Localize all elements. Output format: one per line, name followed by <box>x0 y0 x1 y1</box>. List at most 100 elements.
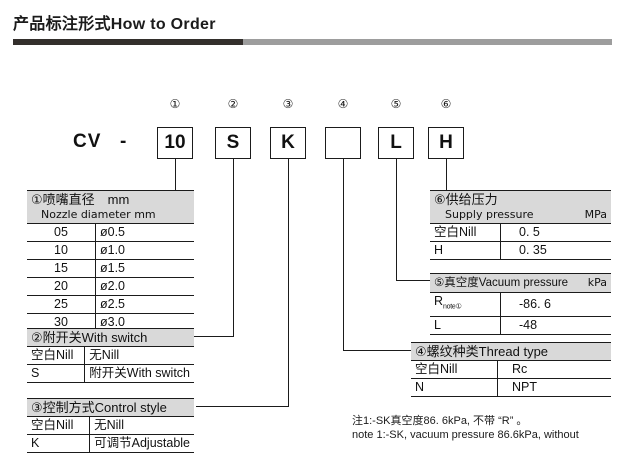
table-thread-type: ④螺纹种类Thread type 空白Nill Rc N NPT <box>411 342 611 397</box>
thread-spec: NPT <box>497 378 611 397</box>
connector-2-vertical <box>233 159 235 337</box>
table-with-switch: ②附开关With switch 空白Nill 无Nill S 附开关With s… <box>27 328 194 383</box>
switch-code: 空白Nill <box>27 346 85 365</box>
nozzle-code: 15 <box>27 259 96 278</box>
table-row-header: ①喷嘴直径 mm Nozzle diameter mm <box>27 190 194 224</box>
vacuum-header-unit: kPa <box>587 276 607 289</box>
vacuum-code-cell: Rnote① <box>430 292 501 317</box>
table-row: Rnote① -86. 6 <box>430 292 611 317</box>
connector-3-vertical <box>288 159 290 407</box>
table-row-header: ②附开关With switch <box>27 328 194 347</box>
nozzle-spec: ø1.0 <box>95 241 194 260</box>
code-box-2[interactable]: S <box>215 127 251 159</box>
footnote-en: note 1:-SK, vacuum pressure 86.6kPa, wit… <box>352 429 579 441</box>
connector-4-horizontal <box>343 350 411 352</box>
table-row: 10 ø1.0 <box>27 241 194 260</box>
supply-code: H <box>430 241 501 260</box>
vacuum-header-cell: ⑤真空度Vacuum pressure kPa <box>430 273 611 293</box>
nozzle-spec: ø2.0 <box>95 277 194 296</box>
vacuum-code: L <box>430 315 501 335</box>
code-marker-1: ① <box>169 97 181 111</box>
control-header: ③控制方式Control style <box>27 398 194 417</box>
model-prefix: CV <box>73 131 102 152</box>
thread-code: 空白Nill <box>411 360 498 379</box>
header-bar-gray <box>243 39 612 45</box>
table-row: 空白Nill 0. 5 <box>430 223 611 242</box>
code-marker-3: ③ <box>282 97 294 111</box>
nozzle-spec: ø2.5 <box>95 295 194 314</box>
vacuum-spec: -48 <box>500 315 611 335</box>
thread-code: N <box>411 378 498 397</box>
table-row: 25 ø2.5 <box>27 295 194 314</box>
table-row-header: ⑥供给压力 Supply pressure MPa <box>430 190 611 224</box>
code-marker-2: ② <box>227 97 239 111</box>
table-row: N NPT <box>411 378 611 397</box>
code-box-6[interactable]: H <box>428 127 464 159</box>
connector-4-vertical <box>343 159 345 351</box>
supply-header-cn: ⑥供给压力 <box>434 192 498 207</box>
nozzle-code: 10 <box>27 241 96 260</box>
vacuum-code: R <box>434 294 444 308</box>
control-code: 空白Nill <box>27 416 90 435</box>
table-row: 30 ø3.0 <box>27 313 194 332</box>
nozzle-code: 05 <box>27 223 96 242</box>
supply-header-en: Supply pressure <box>445 208 534 221</box>
table-row: H 0. 35 <box>430 241 611 260</box>
table-row: S 附开关With switch <box>27 364 194 383</box>
table-row-header: ⑤真空度Vacuum pressure kPa <box>430 273 611 293</box>
connector-5-horizontal <box>396 280 430 282</box>
control-spec: 无Nill <box>89 416 194 435</box>
table-nozzle-diameter: ①喷嘴直径 mm Nozzle diameter mm 05 ø0.5 10 ø… <box>27 190 194 332</box>
code-box-1[interactable]: 10 <box>157 127 193 159</box>
vacuum-header: ⑤真空度Vacuum pressure <box>434 277 569 289</box>
page-title: 产品标注形式How to Order <box>13 16 216 33</box>
control-code: K <box>27 434 90 453</box>
footnote-cn: 注1:-SK真空度86. 6kPa, 不带 “R” 。 <box>352 415 528 427</box>
code-box-5[interactable]: L <box>378 127 414 159</box>
supply-header-cell: ⑥供给压力 Supply pressure MPa <box>430 190 611 224</box>
vacuum-code-note: note① <box>443 303 462 311</box>
table-row-header: ③控制方式Control style <box>27 398 194 417</box>
code-marker-4: ④ <box>337 97 349 111</box>
thread-spec: Rc <box>497 360 611 379</box>
code-box-4[interactable] <box>325 127 361 159</box>
model-separator: - <box>120 131 127 152</box>
thread-header: ④螺纹种类Thread type <box>411 342 611 361</box>
control-spec: 可调节Adjustable <box>89 434 194 453</box>
table-row: K 可调节Adjustable <box>27 434 194 453</box>
nozzle-code: 20 <box>27 277 96 296</box>
connector-3-horizontal <box>196 406 289 408</box>
switch-header: ②附开关With switch <box>27 328 194 347</box>
table-row-header: ④螺纹种类Thread type <box>411 342 611 361</box>
table-row: L -48 <box>430 315 611 335</box>
table-row: 20 ø2.0 <box>27 277 194 296</box>
table-row: 05 ø0.5 <box>27 223 194 242</box>
footnote: 注1:-SK真空度86. 6kPa, 不带 “R” 。 note 1:-SK, … <box>352 414 579 442</box>
code-marker-6: ⑥ <box>440 97 452 111</box>
vacuum-spec: -86. 6 <box>500 292 611 317</box>
header-bar-dark <box>13 39 243 45</box>
connector-5-vertical <box>396 159 398 281</box>
code-marker-5: ⑤ <box>390 97 402 111</box>
nozzle-header-cell: ①喷嘴直径 mm Nozzle diameter mm <box>27 190 194 224</box>
table-vacuum-pressure: ⑤真空度Vacuum pressure kPa Rnote① -86. 6 L … <box>430 273 611 335</box>
connector-2-horizontal <box>183 336 234 338</box>
connector-6-vertical <box>446 159 448 190</box>
switch-spec: 附开关With switch <box>84 364 194 383</box>
supply-header-unit: MPa <box>584 208 607 221</box>
nozzle-spec: ø0.5 <box>95 223 194 242</box>
supply-spec: 0. 35 <box>500 241 611 260</box>
table-row: 空白Nill 无Nill <box>27 416 194 435</box>
code-box-3[interactable]: K <box>270 127 306 159</box>
connector-1-vertical <box>175 159 177 191</box>
table-control-style: ③控制方式Control style 空白Nill 无Nill K 可调节Adj… <box>27 398 194 453</box>
table-supply-pressure: ⑥供给压力 Supply pressure MPa 空白Nill 0. 5 H … <box>430 190 611 260</box>
nozzle-header-en: Nozzle diameter mm <box>41 208 156 221</box>
supply-code: 空白Nill <box>430 223 501 242</box>
nozzle-header-cn: ①喷嘴直径 mm <box>31 192 130 207</box>
switch-code: S <box>27 364 85 383</box>
nozzle-code: 25 <box>27 295 96 314</box>
table-row: 空白Nill Rc <box>411 360 611 379</box>
table-row: 空白Nill 无Nill <box>27 346 194 365</box>
